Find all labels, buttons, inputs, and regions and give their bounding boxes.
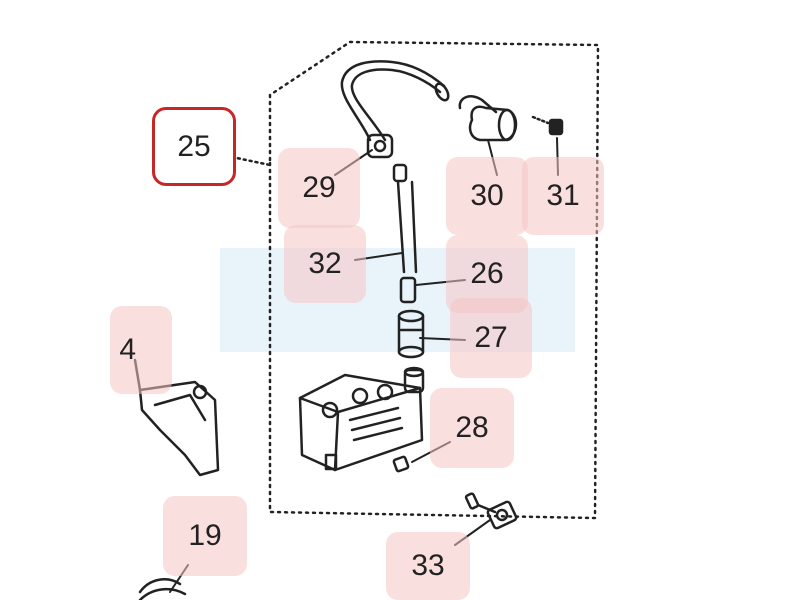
part-28-callout[interactable]: 28: [430, 388, 514, 468]
fitting-27-drawing: [397, 309, 425, 359]
part-31-callout[interactable]: 31: [522, 157, 604, 235]
part-30-callout[interactable]: 30: [446, 157, 528, 235]
pipe-29-drawing: [340, 60, 450, 159]
screw-31-drawing: [531, 115, 564, 136]
housing-body-drawing: [298, 366, 425, 472]
part-number: 19: [188, 519, 222, 552]
part-27-callout[interactable]: 27: [450, 298, 532, 378]
sleeve-26-drawing: [399, 276, 417, 304]
elbow-30-drawing: [458, 95, 518, 142]
hose-32-drawing: [392, 163, 418, 274]
part-25-callout[interactable]: 25: [152, 107, 236, 186]
part-number: 31: [546, 179, 580, 212]
fragment-19-drawing: [138, 578, 187, 600]
part-number: 29: [302, 171, 336, 204]
pin-28-drawing: [392, 455, 410, 473]
part-number: 27: [474, 321, 508, 354]
bolt-33-drawing: [464, 492, 518, 530]
part-number: 26: [470, 257, 504, 290]
part-33-callout[interactable]: 33: [386, 532, 470, 600]
part-number: 4: [119, 333, 136, 366]
part-number: 30: [470, 179, 504, 212]
part-4-callout[interactable]: 4: [110, 306, 172, 394]
part-19-callout[interactable]: 19: [163, 496, 247, 576]
part-number: 32: [308, 247, 342, 280]
part-number: 33: [411, 549, 445, 582]
assembly-boundary: [268, 40, 600, 520]
leader-25: [230, 155, 272, 167]
part-32-callout[interactable]: 32: [284, 225, 366, 303]
part-number: 25: [177, 129, 211, 163]
part-29-callout[interactable]: 29: [278, 148, 360, 228]
part-number: 28: [455, 411, 489, 444]
